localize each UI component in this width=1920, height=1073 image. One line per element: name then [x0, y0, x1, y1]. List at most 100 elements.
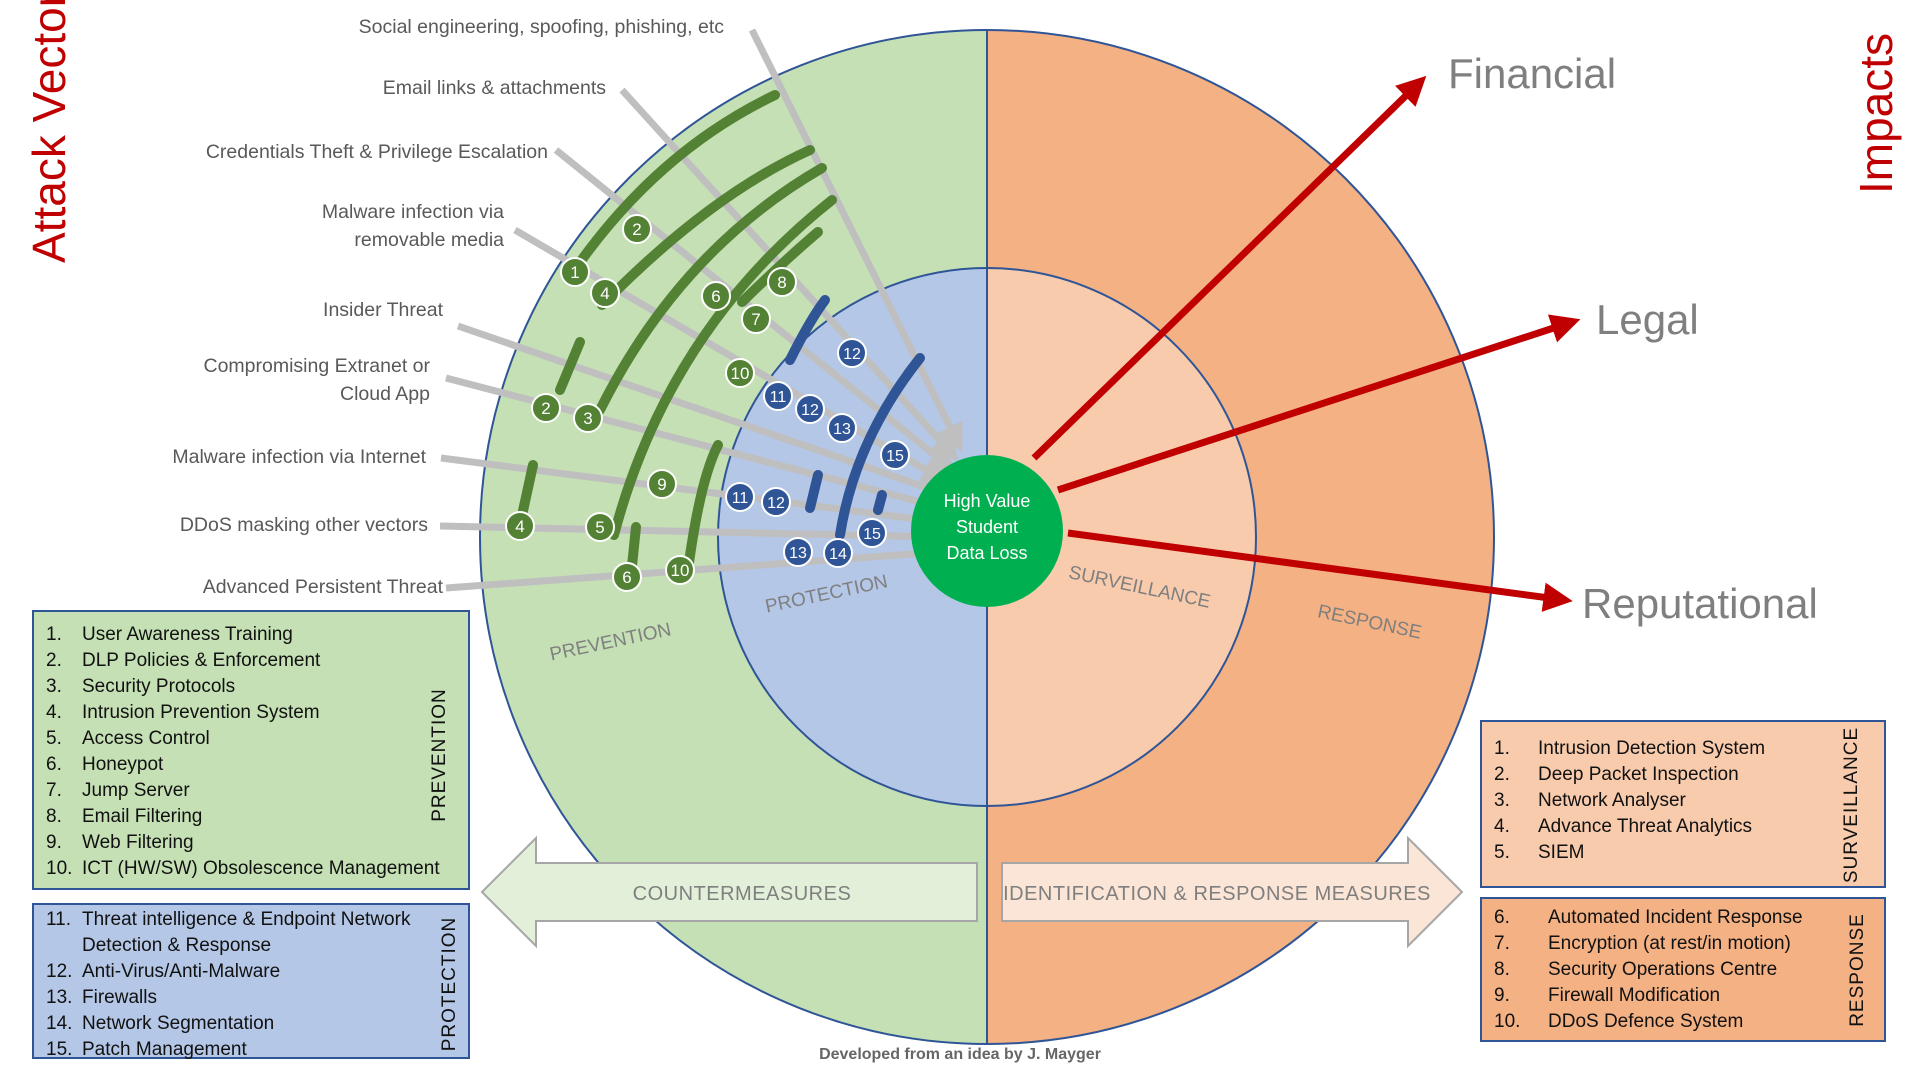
prevention-legend: 1.User Awareness Training 2.DLP Policies…: [32, 610, 470, 890]
green-countermeasure-bar: [683, 440, 723, 575]
countermeasures-label: COUNTERMEASURES: [633, 883, 852, 905]
blue-countermeasure-badge: [827, 413, 857, 443]
green-countermeasure-badge: [573, 403, 603, 433]
green-countermeasure-badge: [612, 562, 642, 592]
blue-countermeasure-badge: [763, 381, 793, 411]
green-countermeasure-bar: [555, 337, 585, 395]
list-item: 1.User Awareness Training: [46, 624, 293, 645]
protection-legend-label: PROTECTION: [439, 916, 460, 1052]
green-countermeasure-badge: [531, 393, 561, 423]
green-badge-number: 1: [570, 263, 579, 282]
list-item: 2.DLP Policies & Enforcement: [46, 650, 321, 671]
list-item: 2.Deep Packet Inspection: [1494, 764, 1739, 785]
blue-badge-number: 11: [732, 490, 749, 507]
list-item: 14.Network Segmentation: [46, 1013, 275, 1034]
attack-vector-label: Cloud App: [340, 383, 430, 405]
green-badge-number: 5: [595, 518, 604, 537]
green-countermeasure-bar: [516, 460, 538, 525]
list-item: 7.Jump Server: [46, 780, 190, 801]
green-badge-number: 8: [777, 273, 786, 292]
attack-vector-label: Insider Threat: [323, 299, 444, 321]
green-countermeasure-bar: [595, 163, 827, 415]
green-countermeasure-bar: [597, 145, 815, 310]
green-countermeasure-badge: [767, 267, 797, 297]
attack-vectors-title: Attack Vectors: [23, 0, 75, 263]
blue-badge-number: 12: [767, 495, 785, 512]
impact-label: Financial: [1448, 50, 1616, 97]
list-item: 11.Threat intelligence & Endpoint Networ…: [46, 909, 411, 956]
list-item: 4.Advance Threat Analytics: [1494, 816, 1753, 837]
prevention-legend-list: 1.User Awareness Training 2.DLP Policies…: [46, 622, 446, 882]
list-item: 10.DDoS Defence System: [1494, 1011, 1744, 1032]
countermeasures-arrow: [480, 835, 978, 949]
impact-arrow: [1067, 529, 1573, 612]
list-item: 5.Access Control: [46, 728, 210, 749]
attack-vector-label: Email links & attachments: [383, 77, 607, 99]
list-item: 6.Automated Incident Response: [1494, 907, 1803, 928]
surveillance-legend-label: SURVEILLANCE: [1841, 726, 1862, 884]
list-item: 8.Security Operations Centre: [1494, 959, 1778, 980]
blue-badge-number: 15: [886, 448, 904, 465]
green-countermeasure-badge: [505, 511, 535, 541]
attack-vector-label: Credentials Theft & Privilege Escalation: [206, 141, 548, 163]
attack-vector-arrow: [445, 374, 949, 516]
list-item: 1.Intrusion Detection System: [1494, 738, 1766, 759]
surveillance-legend: 1.Intrusion Detection System 2.Deep Pack…: [1480, 720, 1886, 888]
green-badge-number: 4: [600, 284, 609, 303]
response-legend-label: RESPONSE: [1847, 913, 1868, 1027]
identification-label: IDENTIFICATION & RESPONSE MEASURES: [1003, 883, 1431, 905]
blue-countermeasure-badge: [761, 487, 791, 517]
green-countermeasure-bar: [737, 227, 823, 307]
impact-arrow: [1031, 75, 1427, 461]
list-item: 6.Honeypot: [46, 754, 164, 775]
green-badge-number: 10: [671, 561, 690, 580]
blue-countermeasure-badge: [783, 537, 813, 567]
green-badge-number: 3: [583, 409, 592, 428]
blue-countermeasure-bar: [835, 353, 925, 540]
protection-legend: 11.Threat intelligence & Endpoint Networ…: [32, 903, 470, 1060]
list-item: 8.Email Filtering: [46, 806, 203, 827]
blue-badge-number: 12: [843, 346, 861, 363]
attack-vector-arrow: [748, 28, 964, 453]
attack-vector-label: Malware infection via Internet: [172, 446, 426, 468]
footer-credit: Developed from an idea by J. Mayger: [819, 1046, 1101, 1063]
blue-countermeasure-badge: [837, 338, 867, 368]
green-countermeasure-bar: [573, 90, 780, 270]
blue-badge-number: 12: [801, 402, 819, 419]
blue-countermeasure-badge: [823, 538, 853, 568]
green-countermeasure-badge: [560, 257, 590, 287]
impact-arrow: [1056, 314, 1581, 494]
prevention-legend-label: PREVENTION: [429, 688, 450, 822]
blue-countermeasure-badge: [857, 518, 887, 548]
list-item: 15.Patch Management: [46, 1039, 247, 1060]
impact-label: Legal: [1596, 296, 1699, 343]
attack-vector-labels: Social engineering, spoofing, phishing, …: [172, 16, 724, 598]
blue-badge-number: 11: [770, 389, 787, 406]
blue-countermeasure-badge: [725, 482, 755, 512]
blue-countermeasure-bar: [785, 295, 830, 365]
green-countermeasure-badge: [622, 214, 652, 244]
attack-vector-label: Advanced Persistent Threat: [203, 576, 444, 598]
list-item: 12.Anti-Virus/Anti-Malware: [46, 961, 281, 982]
attack-vector-label: Compromising Extranet or: [204, 355, 431, 377]
green-countermeasure-bar: [609, 195, 837, 540]
list-item: 3.Security Protocols: [46, 676, 236, 697]
attack-vector-label: Malware infection via: [322, 201, 504, 223]
list-item: 10.ICT (HW/SW) Obsolescence Management: [46, 858, 440, 879]
center-target: [911, 455, 1063, 607]
blue-badge-number: 13: [789, 545, 807, 562]
center-label-line-1: High Value: [944, 491, 1031, 511]
impact-arrows: [1031, 75, 1581, 612]
blue-countermeasure-badge: [795, 394, 825, 424]
green-badge-number: 9: [657, 475, 666, 494]
impacts-title: Impacts: [1850, 32, 1902, 194]
center-label-line-3: Data Loss: [946, 543, 1027, 563]
green-badge-number: 2: [541, 399, 550, 418]
attack-vector-arrow: [456, 322, 951, 500]
green-badge-number: 6: [711, 287, 720, 306]
blue-badge-number: 14: [829, 546, 847, 563]
attack-vector-label: Social engineering, spoofing, phishing, …: [359, 16, 725, 38]
